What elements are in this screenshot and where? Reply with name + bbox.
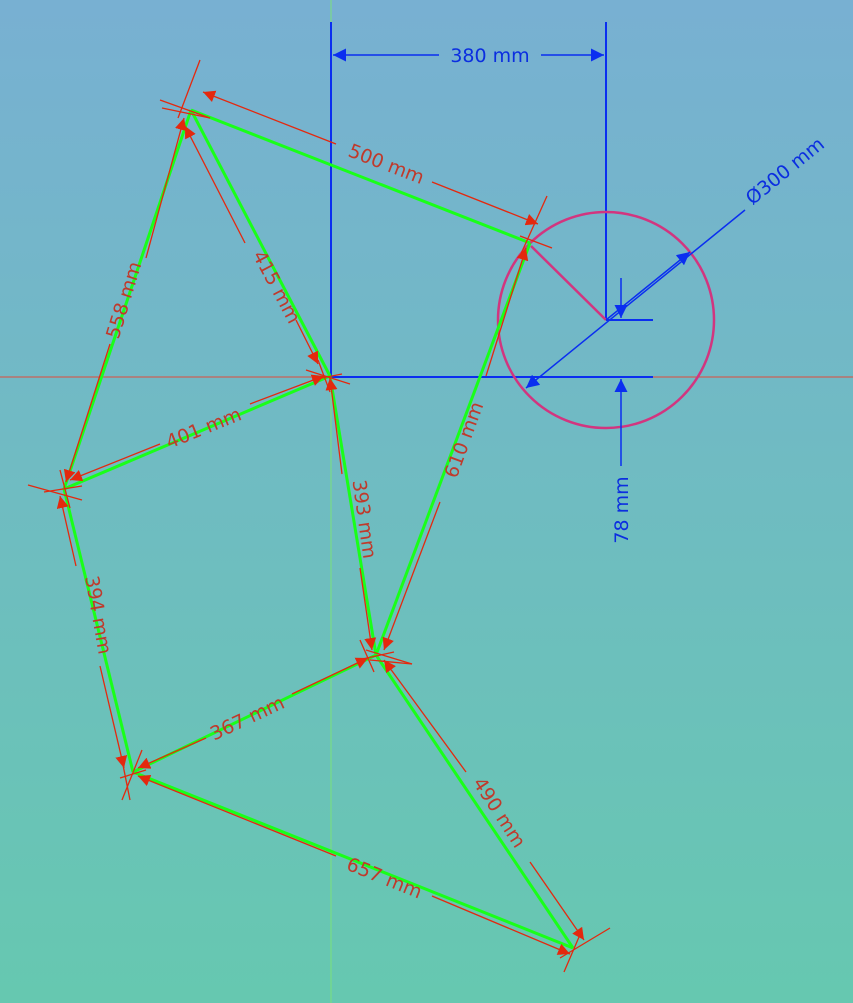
dimension-610[interactable] [365,235,553,665]
dimension-380-label: 380 mm [450,45,529,67]
edge-415[interactable] [189,109,332,377]
blue-constraint-lines [330,22,653,378]
dimension-78-label: 78 mm [611,476,633,543]
dimension-394[interactable] [43,485,147,779]
dimension-380[interactable]: 380 mm [333,45,604,67]
sketch-polygon[interactable] [62,108,575,950]
circle[interactable] [496,210,716,430]
dimension-78[interactable]: 78 mm [611,278,633,544]
edge-610[interactable] [374,242,532,656]
dimension-657[interactable] [121,749,583,973]
edge-401[interactable] [63,374,331,491]
dimension-490[interactable] [369,659,611,959]
edge-657[interactable] [132,770,574,950]
edge-500[interactable] [190,108,531,245]
edge-558[interactable] [62,109,193,490]
dimension-558[interactable] [27,107,211,501]
circle-radius-line [530,245,607,321]
dimension-500[interactable] [177,59,548,257]
edge-393[interactable] [328,375,378,656]
edge-490[interactable] [374,654,575,949]
dimension-367[interactable] [121,639,375,801]
edge-394[interactable] [62,488,135,773]
